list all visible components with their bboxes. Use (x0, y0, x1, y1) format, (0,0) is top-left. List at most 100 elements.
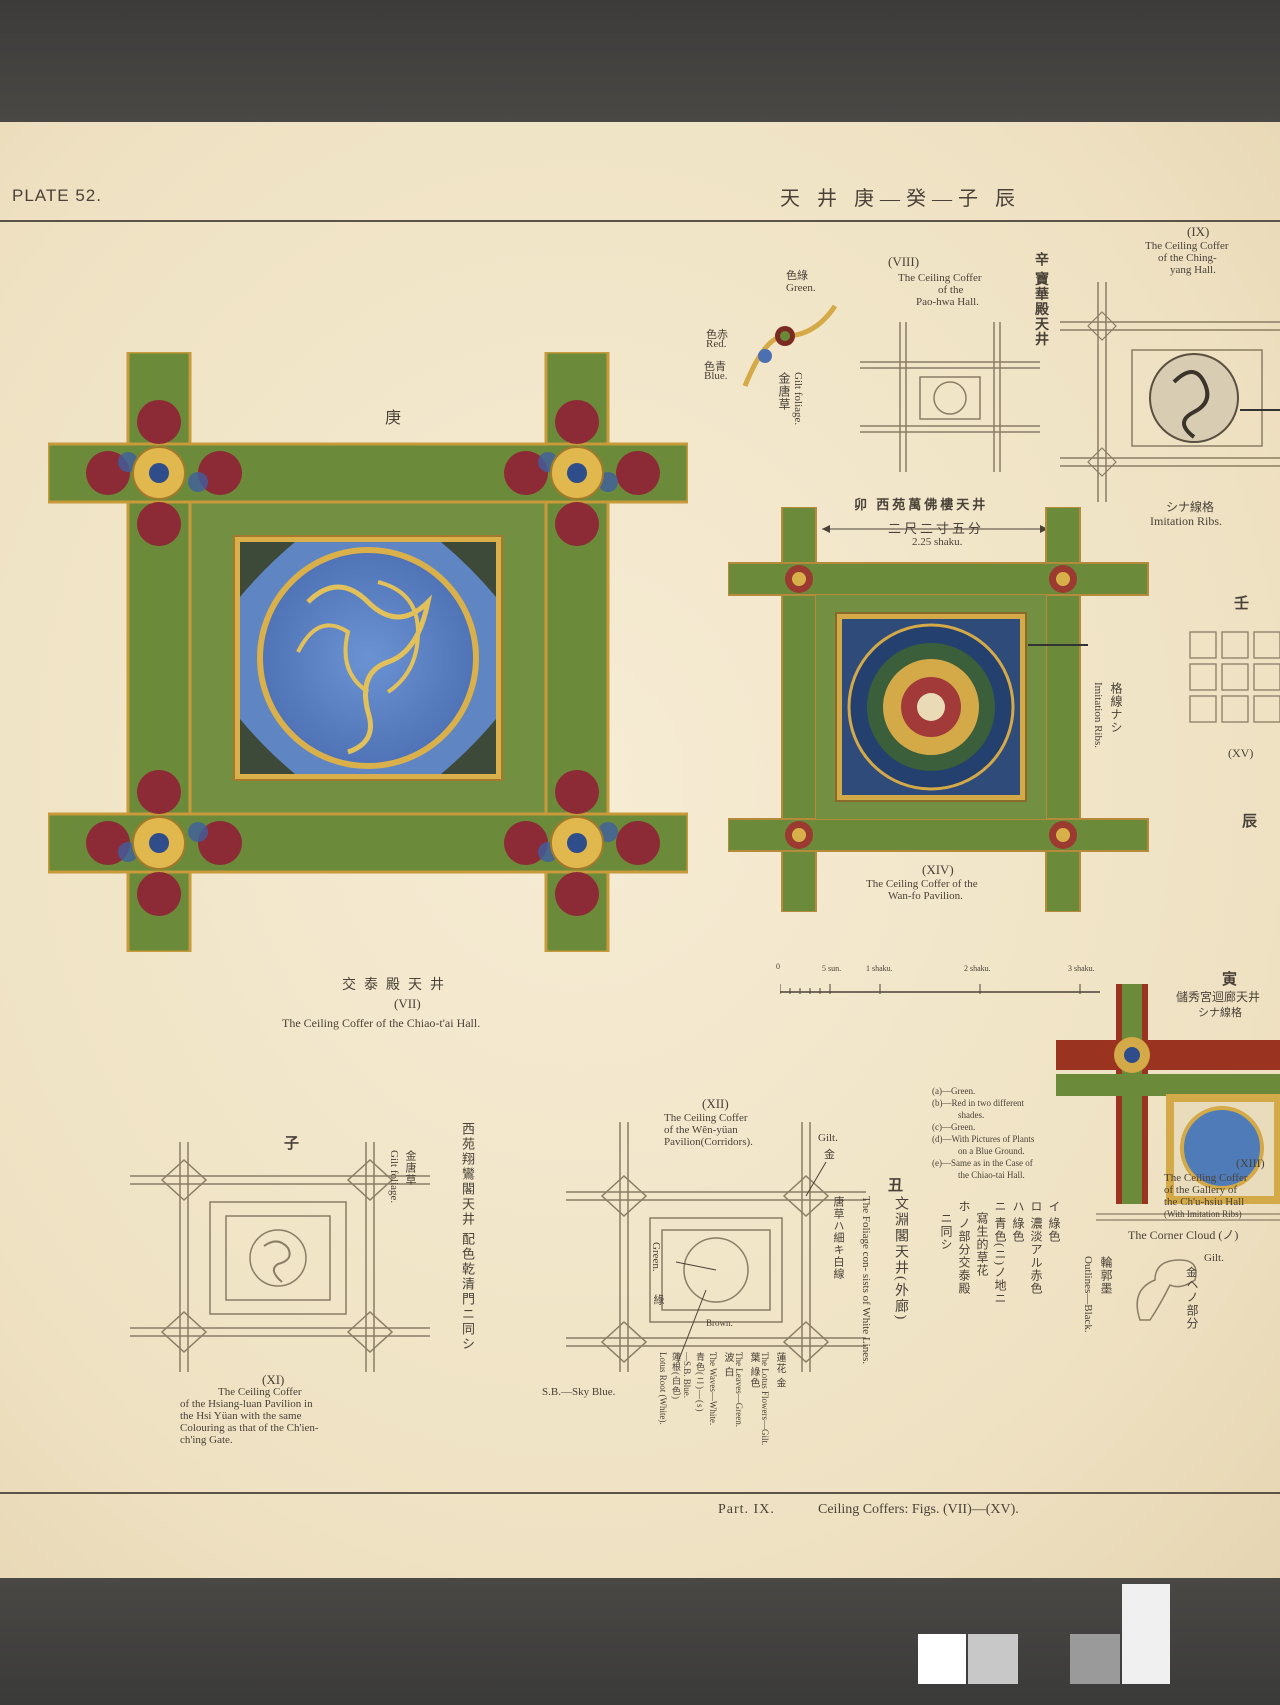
fig-xiv-cn-title: 卯 西苑萬佛樓天井 (854, 497, 989, 512)
redaction-block-3 (1070, 1634, 1120, 1684)
fig-xiii-cn-sub: シナ線格 (1198, 1007, 1242, 1019)
fig-xiii-cn-title: 儲秀宮迴廊天井 (1176, 990, 1261, 1004)
fig-xiii-coffer (1056, 984, 1280, 1221)
fig-xiii-outlines-cn: 輪郭墨 (1099, 1256, 1113, 1295)
fig-viii-caption-1: The Ceiling Coffer (898, 272, 982, 284)
fig-xiii-part-cn: ヘノ部分 (1185, 1278, 1199, 1330)
fig-xv-numeral: (XV) (1228, 746, 1254, 760)
fig-ix-coffer (1060, 282, 1280, 502)
redaction-block-2 (968, 1634, 1018, 1684)
fig-xv-chen: 辰 (1242, 814, 1258, 830)
plate-label: PLATE 52. (12, 186, 102, 205)
fig-ix-ribs-cn: シナ線格 (1166, 500, 1215, 514)
fig-xiv-dimension-arrow (822, 525, 1048, 533)
legend-note-4: (d)—With Pictures of Plants (932, 1134, 1035, 1144)
plate-title-cn: 天 井 庚—癸—子 辰 (780, 188, 1021, 210)
fig-xiv-caption-2: Wan-fo Pavilion. (888, 890, 963, 902)
fig-xiii-gilt-cn: 金 (1186, 1267, 1197, 1279)
fig-viii-coffer (860, 322, 1040, 472)
background-bottom (0, 1578, 1280, 1705)
legend-note-7: the Chiao-tai Hall. (958, 1170, 1025, 1180)
plate-sheet: PLATE 52. 天 井 庚—癸—子 辰 (0, 122, 1280, 1578)
color-key-red-en: Red. (706, 338, 727, 350)
fig-viii-numeral: (VIII) (888, 254, 920, 269)
fig-xii-waves: The Waves—White. (708, 1352, 718, 1426)
legend-cn-col-2: ハ 綠色 (1011, 1200, 1025, 1243)
color-key-green-en: Green. (786, 282, 816, 294)
legend-cn-col-3: ニ 青色(ニ)ノ地ニ (993, 1200, 1007, 1305)
fig-xi-caption-2: of the Hsiang-luan Pavilion in (180, 1398, 313, 1410)
fig-xii-gilt-cn: 金 (824, 1149, 835, 1161)
fig-xii-caption-1: The Ceiling Coffer (664, 1112, 748, 1124)
fig-xii-sb-cn: —S.B. Blue. (682, 1352, 692, 1399)
fig-xi-gilt-cn: 金唐草 (404, 1150, 416, 1186)
legend-note-1: (b)—Red in two different (932, 1098, 1025, 1108)
legend-cn-col-0: イ 綠色 (1047, 1200, 1061, 1243)
scale-bar (780, 984, 1100, 994)
fig-xiii-numeral: (XIII) (1236, 1156, 1265, 1170)
redaction-block-4 (1122, 1584, 1170, 1684)
fig-xi-caption-3: the Hsi Yüan with the same (180, 1410, 302, 1422)
fig-xii-gilt-en: Gilt. (818, 1132, 838, 1144)
fig-xv-coffer (1189, 631, 1280, 723)
scale-label-1: 5 sun. (822, 964, 842, 973)
legend-cn-col-6: ニ同シ (939, 1212, 953, 1251)
fig-xii-numeral: (XII) (702, 1096, 729, 1111)
legend-cn-col-1: ロ 濃淡アル赤色 (1029, 1200, 1043, 1295)
scale-label-3: 2 shaku. (964, 964, 991, 973)
fig-xiii-caption-2: of the Gallery of (1164, 1184, 1237, 1196)
fig-xii-foliage-cn: 唐草ハ細キ白線 (832, 1196, 844, 1280)
color-key-ornament (742, 304, 838, 387)
header-rule (0, 220, 1280, 222)
fig-xi-caption-4: Colouring as that of the Ch'ien- (180, 1422, 319, 1434)
fig-xi-numeral: (XI) (262, 1372, 285, 1387)
scale-label-0: 0 (776, 962, 780, 971)
fig-xii-sb-note: S.B.—Sky Blue. (542, 1386, 616, 1398)
fig-xiii-corner-cloud: The Corner Cloud (ノ) (1128, 1228, 1239, 1242)
fig-xiv-dimension-en: 2.25 shaku. (912, 536, 963, 548)
fig-xiii-caption-4: (With Imitation Ribs) (1164, 1209, 1242, 1219)
fig-xii-green-cn: 綠 (652, 1294, 664, 1306)
scale-label-4: 3 shaku. (1068, 964, 1095, 973)
color-key-blue-cn: 色青 (704, 361, 726, 373)
legend-cn-col-5: ホ ノ部分交泰殿 (957, 1200, 971, 1295)
legend-note-3: (c)—Green. (932, 1122, 976, 1132)
footer-caption: Ceiling Coffers: Figs. (VII)—(XV). (818, 1502, 1019, 1517)
fig-xii-brown-en: Brown. (706, 1318, 733, 1328)
fig-xii-root-cn: 蓮根(白色) (671, 1352, 681, 1400)
fig-xi-gilt-en: Gilt foliage. (388, 1150, 400, 1204)
fig-xv-char: 壬 (1234, 596, 1250, 612)
fig-xii-waves-cn: 波 白 (722, 1352, 733, 1378)
legend-note-6: (e)—Same as in the Case of (932, 1158, 1033, 1168)
color-key-gilt-cn: 金唐草 (777, 372, 791, 411)
legend-note-2: shades. (958, 1110, 985, 1120)
color-key-red-cn: 色赤 (706, 329, 728, 341)
color-key-green-cn: 色綠 (786, 270, 808, 282)
fig-ix-ribs-en: Imitation Ribs. (1150, 514, 1222, 528)
fig-xiii-char: 寅 (1222, 972, 1238, 988)
fig-xiv-coffer (728, 507, 1149, 912)
fig-xiv-ribs-cn: 格線ナシ (1109, 682, 1123, 734)
fig-ix-numeral: (IX) (1187, 224, 1210, 239)
fig-viii-cn-vertical: 辛 寶華殿天井 (1033, 252, 1048, 347)
fig-xi-coffer (130, 1142, 430, 1372)
fig-xiv-ribs-en: Imitation Ribs. (1092, 682, 1104, 748)
fig-vii-cn-name: 交泰殿天井 (342, 978, 452, 993)
fig-vii-caption: The Ceiling Coffer of the Chiao-t'ai Hal… (282, 1016, 481, 1030)
fig-xi-caption-1: The Ceiling Coffer (218, 1386, 302, 1398)
fig-ix-caption-2: of the Ching- (1158, 252, 1217, 264)
legend-note-0: (a)—Green. (932, 1086, 976, 1096)
fig-xii-green-en: Green. (650, 1242, 662, 1272)
fig-vii-char: 庚 (385, 410, 402, 427)
fig-xii-root-en: Lotus Root (White). (658, 1352, 668, 1425)
background-top (0, 0, 1280, 122)
fig-xiii-caption-3: the Ch'u-hsiu Hall (1164, 1196, 1245, 1208)
scale-label-2: 1 shaku. (866, 964, 893, 973)
corner-cloud-ornament (1136, 1259, 1197, 1321)
fig-xii-chou: 丑 (888, 1178, 904, 1194)
fig-xii-leaves: The Leaves—Green. (734, 1352, 744, 1427)
fig-xii-cn-vertical: 文淵閣天井(外廊) (893, 1196, 908, 1322)
fig-ix-caption-3: yang Hall. (1170, 264, 1216, 276)
color-key-gilt-en: Gilt foliage. (792, 372, 804, 426)
fig-xi-cn-vertical: 西苑翔鸞閣天井 配色乾清門ニ同シ (460, 1122, 475, 1353)
